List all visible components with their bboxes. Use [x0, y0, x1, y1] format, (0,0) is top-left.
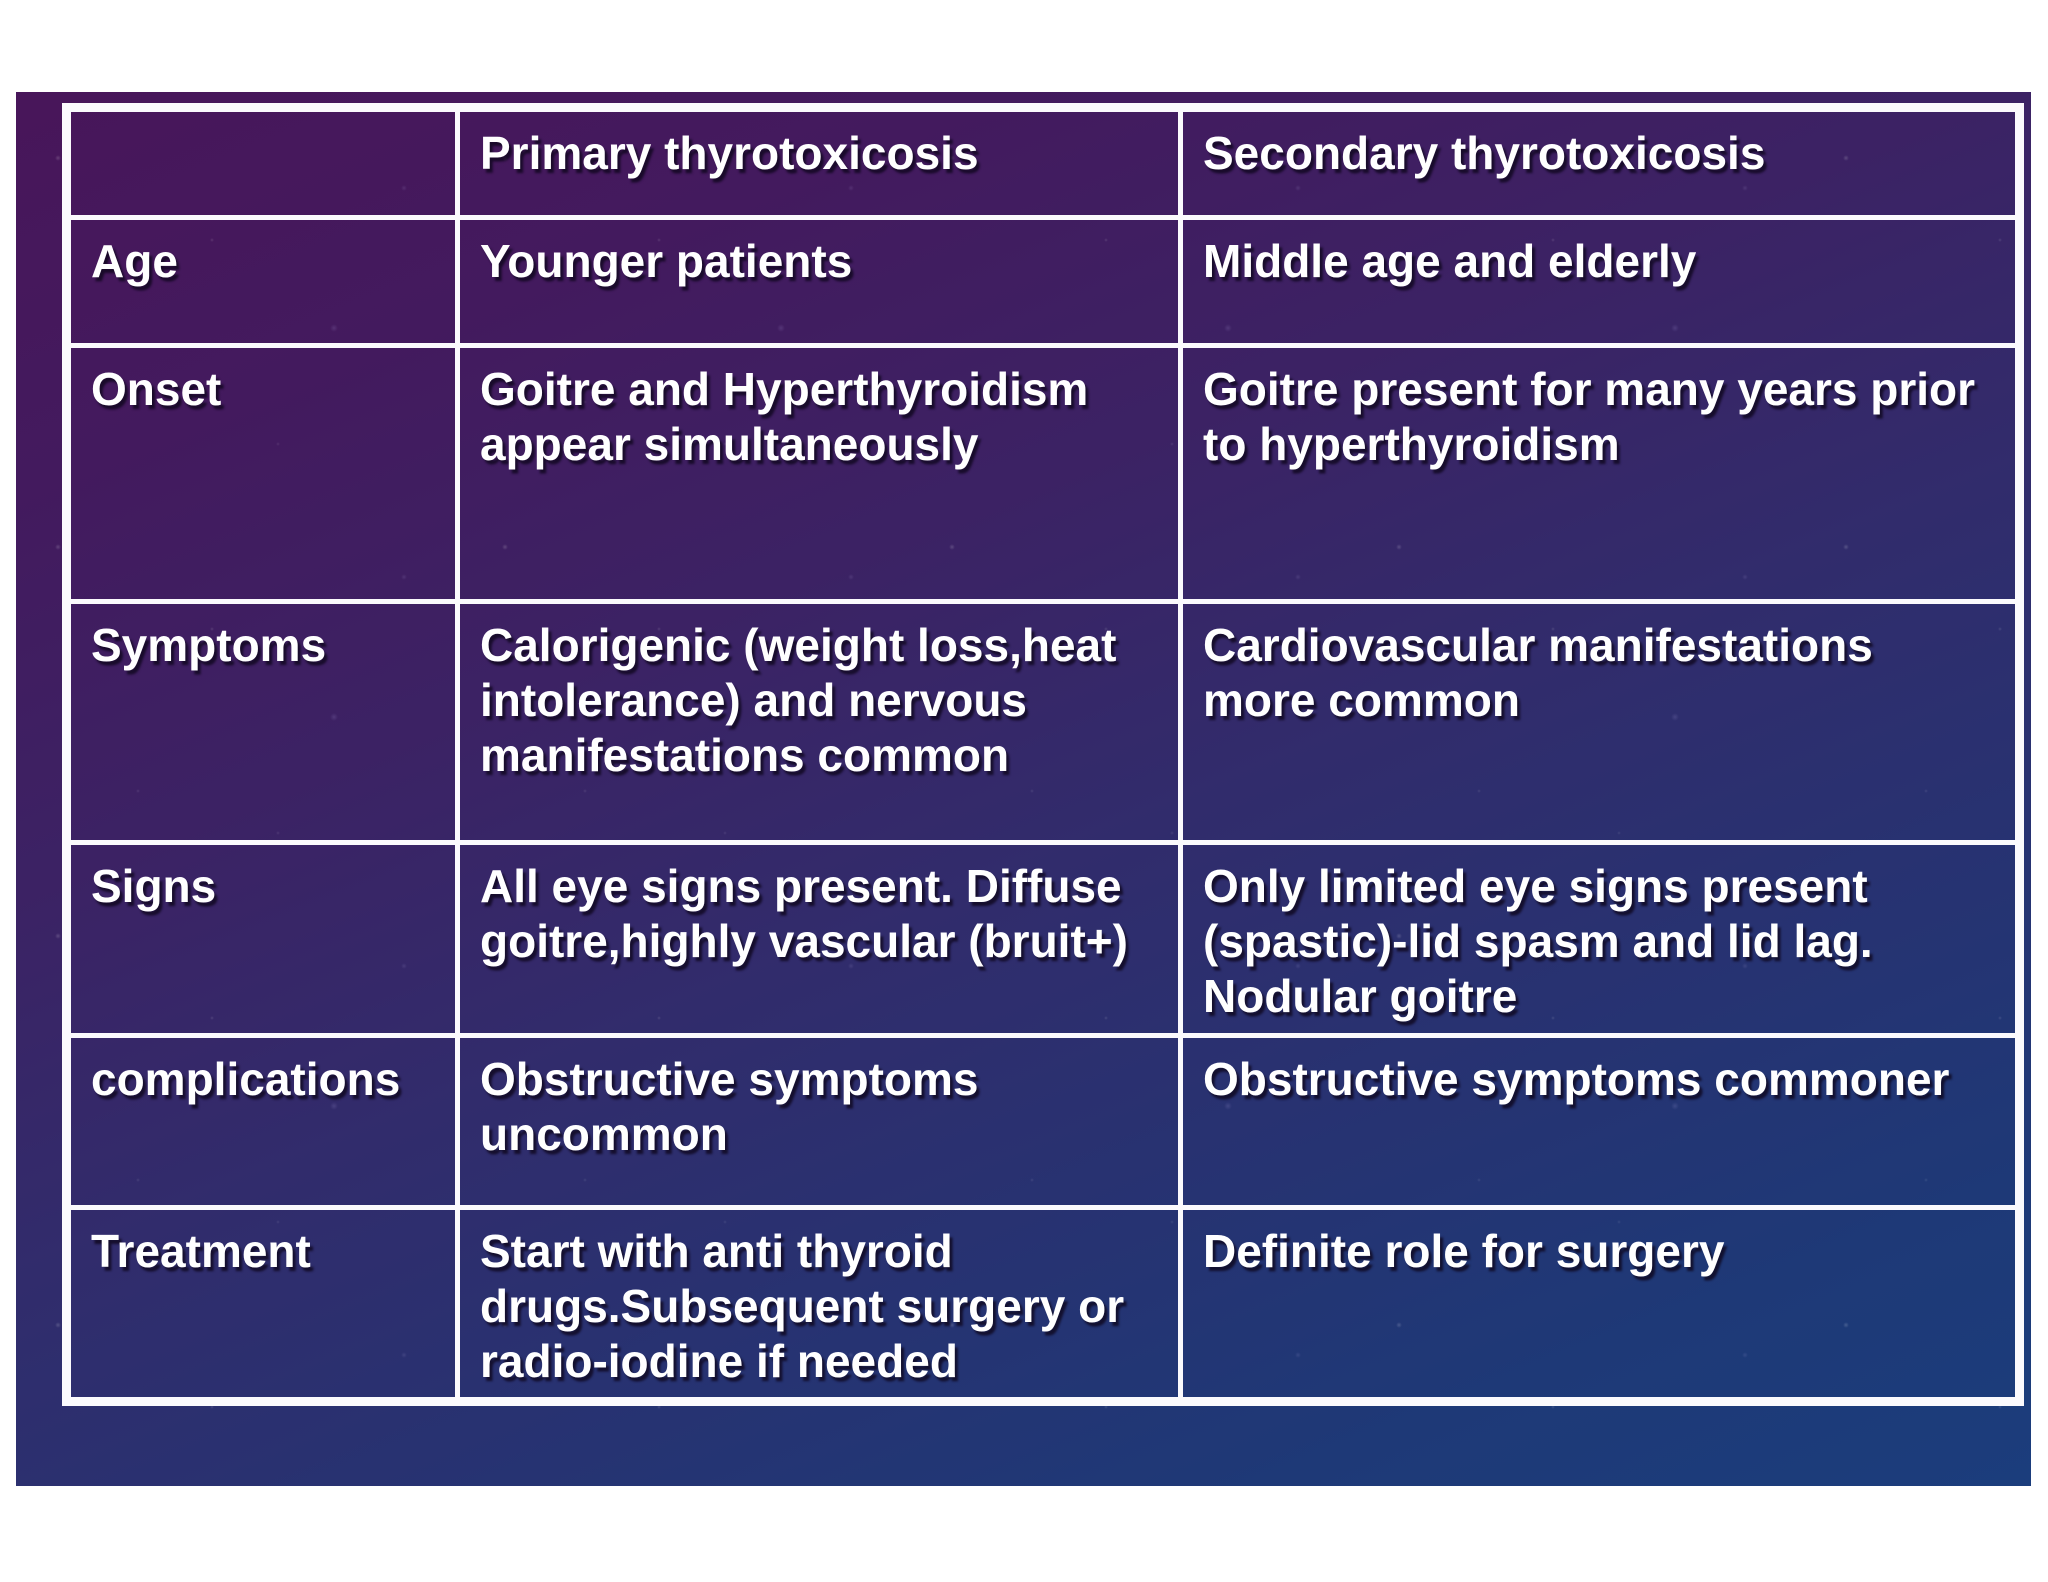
row-label: Treatment — [64, 1204, 460, 1405]
comparison-table: Primary thyrotoxicosis Secondary thyroto… — [62, 103, 2024, 1407]
primary-cell: Younger patients — [455, 215, 1183, 348]
primary-cell: Calorigenic (weight loss,heat intoleranc… — [455, 599, 1183, 845]
table-row-symptoms: Symptoms Calorigenic (weight loss,heat i… — [64, 599, 2022, 845]
table-row-age: Age Younger patients Middle age and elde… — [64, 215, 2022, 348]
table-row-treatment: Treatment Start with anti thyroid drugs.… — [64, 1204, 2022, 1405]
primary-cell: Obstructive symptoms uncommon — [455, 1032, 1183, 1210]
row-label: Onset — [64, 343, 460, 604]
slide: Primary thyrotoxicosis Secondary thyroto… — [16, 92, 2031, 1486]
primary-cell: Start with anti thyroid drugs.Subsequent… — [455, 1204, 1183, 1405]
secondary-cell: Goitre present for many years prior to h… — [1178, 343, 2022, 604]
row-label: Age — [64, 215, 460, 348]
row-label: Symptoms — [64, 599, 460, 845]
row-label: Signs — [64, 840, 460, 1038]
secondary-cell: Only limited eye signs present (spastic)… — [1178, 840, 2022, 1038]
primary-cell: Goitre and Hyperthyroidism appear simult… — [455, 343, 1183, 604]
secondary-cell: Cardiovascular manifestations more commo… — [1178, 599, 2022, 845]
column-header-secondary: Secondary thyrotoxicosis — [1178, 105, 2022, 220]
row-label: complications — [64, 1032, 460, 1210]
table-row-onset: Onset Goitre and Hyperthyroidism appear … — [64, 343, 2022, 604]
secondary-cell: Obstructive symptoms commoner — [1178, 1032, 2022, 1210]
table-header-row: Primary thyrotoxicosis Secondary thyroto… — [64, 105, 2022, 220]
column-header-primary: Primary thyrotoxicosis — [455, 105, 1183, 220]
secondary-cell: Middle age and elderly — [1178, 215, 2022, 348]
corner-cell — [64, 105, 460, 220]
table-row-signs: Signs All eye signs present. Diffuse goi… — [64, 840, 2022, 1038]
primary-cell: All eye signs present. Diffuse goitre,hi… — [455, 840, 1183, 1038]
secondary-cell: Definite role for surgery — [1178, 1204, 2022, 1405]
table-row-complications: complications Obstructive symptoms uncom… — [64, 1032, 2022, 1210]
